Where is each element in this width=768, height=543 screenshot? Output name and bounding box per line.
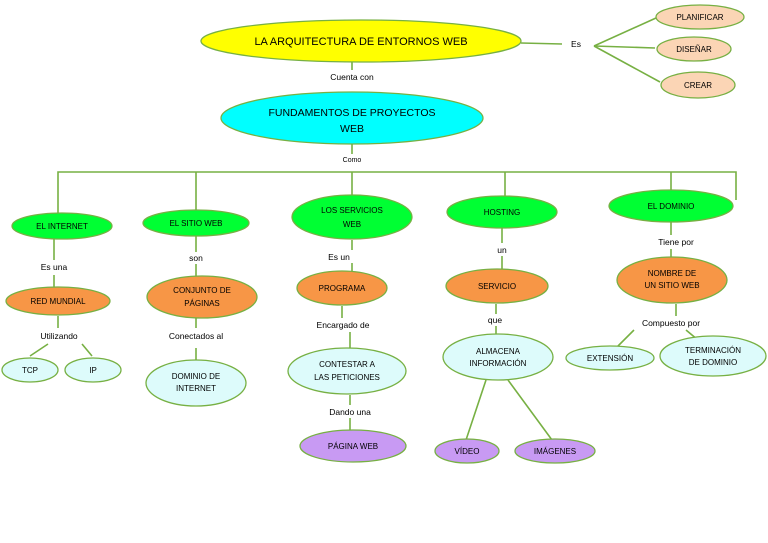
dominio-internet-text-1: DOMINIO DE	[172, 372, 220, 381]
node-labels: LA ARQUITECTURA DE ENTORNOS WEB FUNDAMEN…	[22, 13, 741, 456]
node-crear	[660, 71, 736, 99]
link-utilizando: Utilizando	[40, 331, 78, 341]
terminacion-text-2: DE DOMINIO	[689, 358, 737, 367]
node-servicios	[291, 194, 413, 240]
imagenes-text: IMÁGENES	[534, 447, 576, 456]
node-conjunto	[146, 275, 258, 319]
conjunto-text-2: PÁGINAS	[184, 299, 220, 308]
link-un: un	[497, 245, 507, 255]
connector-es-crear	[593, 45, 661, 83]
sitio-web-text: EL SITIO WEB	[169, 219, 222, 228]
node-internet	[11, 212, 113, 240]
video-text: VÍDEO	[455, 447, 480, 456]
connector-utilizando-tcp	[29, 343, 49, 357]
link-es-un: Es un	[328, 252, 350, 262]
crear-text: CREAR	[684, 81, 712, 90]
dominio-text: EL DOMINIO	[648, 202, 695, 211]
node-dominio	[608, 189, 734, 223]
extension-text: EXTENSIÓN	[587, 354, 633, 363]
connector-title-es	[520, 42, 563, 45]
nodes	[1, 4, 767, 464]
link-es-una: Es una	[41, 262, 68, 272]
planificar-text: PLANIFICAR	[676, 13, 723, 22]
nombre-text-1: NOMBRE DE	[648, 269, 696, 278]
link-es: Es	[571, 39, 581, 49]
link-encargado-de: Encargado de	[317, 320, 370, 330]
node-terminacion	[659, 335, 767, 377]
connector-compuesto-extension	[617, 329, 635, 347]
node-almacena	[442, 333, 554, 381]
node-servicio	[445, 268, 549, 304]
dominio-internet-text-2: INTERNET	[176, 384, 216, 393]
link-labels: Es Cuenta con Como Es una son Es un un T…	[40, 39, 700, 417]
link-que: que	[488, 315, 502, 325]
servicios-text-2: WEB	[343, 220, 361, 229]
link-conectados-al: Conectados al	[169, 331, 223, 341]
connectors	[29, 17, 737, 441]
fundamentos-text-2: WEB	[340, 123, 364, 135]
connector-es-planificar	[593, 17, 657, 47]
almacena-text-2: INFORMACIÓN	[470, 359, 527, 368]
node-disenar	[656, 36, 732, 62]
node-red-mundial	[5, 286, 111, 316]
conjunto-text-1: CONJUNTO DE	[173, 286, 231, 295]
almacena-text-1: ALMACENA	[476, 347, 521, 356]
connector-como-branches	[57, 171, 737, 213]
fundamentos-text-1: FUNDAMENTOS DE PROYECTOS	[268, 107, 435, 119]
node-title	[200, 19, 522, 63]
node-contestar	[287, 347, 407, 395]
title-text: LA ARQUITECTURA DE ENTORNOS WEB	[254, 36, 467, 48]
link-son: son	[189, 253, 203, 263]
node-nombre	[616, 256, 728, 304]
link-compuesto-por: Compuesto por	[642, 318, 700, 328]
link-dando-una: Dando una	[329, 407, 371, 417]
terminacion-text-1: TERMINACIÓN	[685, 346, 741, 355]
contestar-text-2: LAS PETICIONES	[314, 373, 380, 382]
connector-almacena-video	[465, 379, 487, 441]
ip-text: IP	[89, 366, 97, 375]
node-video	[434, 438, 500, 464]
connector-utilizando-ip	[81, 343, 93, 357]
link-como: Como	[343, 157, 362, 164]
nombre-text-2: UN SITIO WEB	[644, 281, 699, 290]
disenar-text: DISEÑAR	[676, 45, 712, 54]
node-hosting	[446, 195, 558, 229]
node-pagina-web	[299, 429, 407, 463]
node-sitio-web	[142, 209, 250, 237]
link-cuenta-con: Cuenta con	[330, 72, 374, 82]
internet-text: EL INTERNET	[36, 222, 88, 231]
node-planificar	[655, 4, 745, 30]
programa-text: PROGRAMA	[319, 284, 366, 293]
red-mundial-text: RED MUNDIAL	[30, 297, 86, 306]
hosting-text: HOSTING	[484, 208, 520, 217]
node-programa	[296, 270, 388, 306]
contestar-text-1: CONTESTAR A	[319, 360, 376, 369]
node-imagenes	[514, 438, 596, 464]
node-ip	[64, 357, 122, 383]
node-extension	[565, 345, 655, 371]
node-fundamentos	[220, 91, 484, 145]
link-tiene-por: Tiene por	[658, 237, 694, 247]
node-tcp	[1, 357, 59, 383]
servicios-text-1: LOS SERVICIOS	[321, 206, 383, 215]
servicio-text: SERVICIO	[478, 282, 516, 291]
pagina-web-text: PÁGINA WEB	[328, 442, 378, 451]
tcp-text: TCP	[22, 366, 38, 375]
connector-es-disenar	[593, 45, 656, 49]
node-dominio-internet	[145, 359, 247, 407]
connector-almacena-imagenes	[507, 379, 553, 441]
